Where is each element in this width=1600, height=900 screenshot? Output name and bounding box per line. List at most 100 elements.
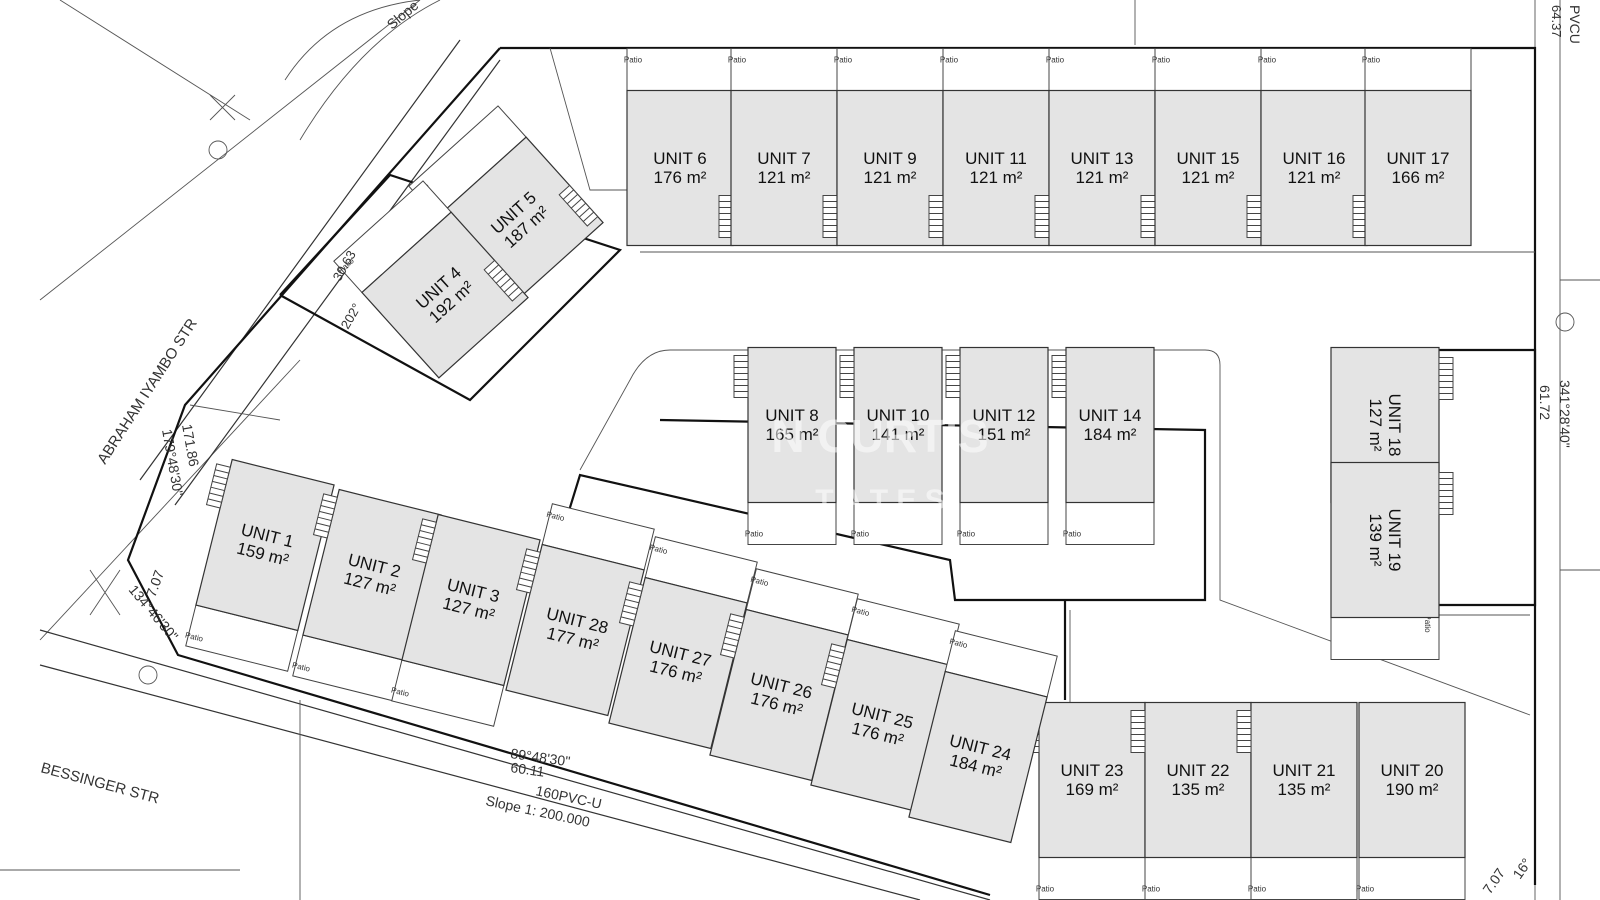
patio-label: Patio (390, 686, 410, 699)
unit-box (361, 211, 529, 379)
annot-slope-top: Slope (384, 0, 422, 32)
patio-16: Patio (1258, 48, 1368, 91)
annot-dim-right-b: 61.72 (1537, 385, 1553, 420)
unit-name: UNIT 18 (1385, 394, 1404, 457)
patio-label: Patio (1152, 56, 1171, 65)
unit-area: 135 m² (1278, 780, 1331, 799)
unit-name: UNIT 6 (653, 149, 707, 168)
patio-7: Patio (728, 48, 838, 91)
patio-label: Patio (1063, 530, 1082, 539)
patio-17: Patio (1362, 48, 1472, 91)
patio-label: Patio (1362, 56, 1381, 65)
unit-box (505, 543, 645, 717)
patio-20: Patio (1356, 857, 1466, 900)
stair-icon (1236, 710, 1252, 753)
patio-label: Patio (184, 631, 204, 644)
patio-label: Patio (291, 661, 311, 674)
unit-name: UNIT 13 (1071, 149, 1134, 168)
patio-28: Patio (541, 503, 655, 571)
patio-10: Patio (851, 502, 943, 545)
unit-box (1358, 701, 1466, 859)
patio-22: Patio (1142, 857, 1252, 900)
unit-name: UNIT 11 (965, 149, 1027, 168)
patio-6: Patio (624, 48, 734, 91)
unit-name: UNIT 19 (1385, 509, 1404, 572)
stair-icon (945, 355, 961, 398)
unit-name: UNIT 9 (863, 149, 917, 168)
patio-12: Patio (957, 502, 1049, 545)
unit-area: 139 m² (1366, 514, 1385, 567)
patio-24: Patio (944, 630, 1058, 698)
unit-area: 190 m² (1386, 780, 1439, 799)
patio-label: Patio (1258, 56, 1277, 65)
patio-label: Patio (850, 605, 870, 618)
patio-label: Patio (834, 56, 853, 65)
unit-name: UNIT 17 (1387, 149, 1450, 168)
unit-box (1154, 89, 1262, 247)
patio-label: Patio (749, 575, 769, 588)
unit-name: UNIT 23 (1061, 761, 1124, 780)
patio-label: Patio (1142, 885, 1161, 894)
patio-label: Patio (851, 530, 870, 539)
unit-area: 121 m² (970, 168, 1023, 187)
patio-label: Patio (1036, 885, 1055, 894)
unit-box (401, 513, 541, 687)
unit-box (1330, 461, 1440, 619)
unit-name: UNIT 10 (867, 406, 930, 425)
stair-icon (820, 643, 846, 689)
annot-pvcu-top: PVCU (1567, 5, 1583, 44)
patio-label: Patio (624, 56, 643, 65)
patio-15: Patio (1152, 48, 1262, 91)
unit-box (1065, 346, 1155, 504)
patio-label: Patio (1356, 885, 1375, 894)
watermark-line1: N CURTIS (771, 410, 988, 462)
unit-box (1048, 89, 1156, 247)
unit-area: 151 m² (978, 425, 1031, 444)
annot-dim-br-a: 7.07 (1479, 865, 1508, 897)
unit-box (608, 576, 748, 750)
patio-label: Patio (728, 56, 747, 65)
unit-box (959, 346, 1049, 504)
stair-icon (483, 259, 524, 302)
patio-21: Patio (1248, 857, 1358, 900)
stair-icon (1130, 710, 1146, 753)
watermark-line2: T A T E S (815, 484, 944, 517)
unit-box (626, 89, 734, 247)
patio-14: Patio (1063, 502, 1155, 545)
stair-icon (558, 184, 599, 227)
annot-dim-right-a: 341°28'40" (1557, 380, 1573, 448)
unit-area: 184 m² (1084, 425, 1137, 444)
unit-name: UNIT 8 (765, 406, 819, 425)
unit-box (908, 670, 1048, 844)
stair-icon (1438, 357, 1454, 400)
stair-icon (411, 518, 437, 564)
street-label-bessinger: BESSINGER STR (39, 759, 161, 807)
unit-area: 176 m² (654, 168, 707, 187)
annot-dim-left-a: 171.86 (179, 423, 202, 468)
unit-name: UNIT 14 (1079, 406, 1142, 425)
unit-name: UNIT 22 (1167, 761, 1230, 780)
unit-area: 166 m² (1392, 168, 1445, 187)
patio-label: Patio (545, 510, 565, 523)
unit-box (1250, 701, 1358, 859)
patio-13: Patio (1046, 48, 1156, 91)
unit-area: 121 m² (1182, 168, 1235, 187)
